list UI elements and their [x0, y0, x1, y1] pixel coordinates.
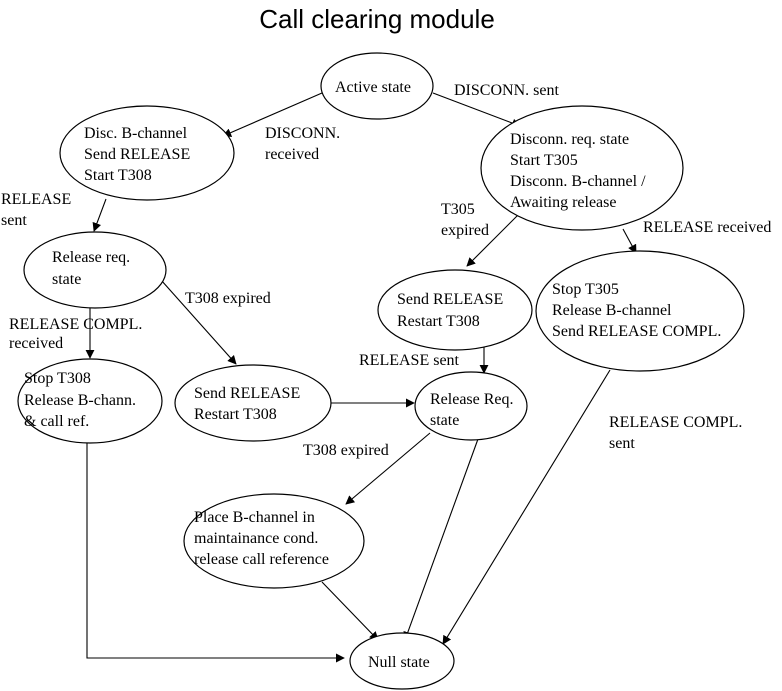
edge-label-release-compl-sent: RELEASE COMPL. — [609, 414, 742, 431]
edge-stop-t308-to-null — [86, 440, 345, 663]
edge-labels: DISCONN. sent DISCONN. received RELEASE … — [1, 82, 771, 459]
node-text: Disconn. B-channel / — [510, 173, 646, 190]
node-text: & call ref. — [24, 413, 89, 430]
svg-text:Send RELEASE Restart T30: Send RELEASE Restart T308 — [397, 291, 507, 330]
edge-label-release-compl-sent: sent — [609, 435, 635, 452]
svg-text:T308 expired: T308 expired — [185, 290, 271, 307]
edge-label-release-received: RELEASE received — [643, 219, 771, 236]
svg-text:RELEASE sent: RELEASE sent — [359, 352, 460, 369]
svg-text:DISCONN. sent: DISCONN. sent — [454, 82, 559, 99]
node-text: Awaiting release — [510, 194, 616, 211]
node-text: Release req. — [52, 249, 130, 266]
svg-text:RELEASE sent: RELEASE sent — [1, 191, 75, 229]
state-node-stop-t308: Stop T308 Release B-chann. & call ref. — [17, 358, 163, 444]
node-text: Release Req. — [430, 391, 514, 408]
edge-label-disconn-received: received — [265, 146, 319, 163]
edge-release-req2-to-place-b — [345, 432, 431, 505]
edge-label-release-compl-received: received — [9, 335, 63, 352]
edge-label-release-sent: sent — [1, 212, 27, 229]
state-node-disc-b-channel: Disc. B-channel Send RELEASE Start T308 — [59, 105, 235, 201]
node-text: Start T305 — [510, 152, 578, 169]
node-text: Send RELEASE — [194, 385, 300, 402]
state-node-stop-t305: Stop T305 Release B-channel Send RELEASE… — [535, 250, 745, 372]
edge-label-t305-expired: T305 — [441, 201, 475, 218]
edge-release-req2-to-null — [403, 438, 479, 641]
edge-label-release-compl-received: RELEASE COMPL. — [9, 316, 142, 333]
node-text: Restart T308 — [194, 406, 277, 423]
state-node-release-req-2: Release Req. state — [414, 371, 528, 441]
edge-disconn-req-to-send-release1 — [466, 212, 521, 267]
edge-label-disconn-received: DISCONN. — [265, 125, 340, 142]
edge-label-t305-expired: expired — [441, 222, 489, 239]
edge-label-t308-expired: T308 expired — [185, 290, 271, 307]
edge-label-t308-expired-2: T308 expired — [303, 442, 389, 459]
edge-disconn-req-to-stop-t305 — [622, 228, 637, 254]
node-text: Release B-channel — [552, 302, 672, 319]
node-text: Restart T308 — [397, 313, 480, 330]
edge-place-b-to-null — [321, 581, 379, 641]
svg-text:Active state: Active state — [335, 79, 411, 96]
node-text: Send RELEASE — [84, 146, 190, 163]
svg-text:DISCONN. received: DISCONN. received — [265, 125, 344, 163]
svg-text:RELEASE COMPL. received: RELEASE COMPL. received — [9, 316, 146, 352]
node-text: state — [52, 271, 81, 288]
svg-text:Disconn. req. state Star: Disconn. req. state Start T305 Disconn. … — [510, 131, 650, 211]
state-node-null: Null state — [349, 632, 455, 690]
node-text: release call reference — [194, 551, 329, 568]
svg-text:T305 expired: T305 expired — [441, 201, 489, 239]
state-node-release-req-1: Release req. state — [23, 231, 167, 309]
node-text: Release B-chann. — [24, 392, 136, 409]
node-text: Null state — [368, 654, 430, 671]
node-text: Start T308 — [84, 167, 152, 184]
edge-stop-t305-to-null — [442, 369, 611, 645]
svg-text:RELEASE received: RELEASE received — [643, 219, 771, 236]
edge-label-release-sent: RELEASE — [1, 191, 71, 208]
svg-text:Stop T308 Release B-chan: Stop T308 Release B-chann. & call ref. — [24, 370, 140, 430]
svg-text:Stop T305 Release B-chan: Stop T305 Release B-channel Send RELEASE… — [552, 281, 721, 340]
edges — [85, 92, 637, 663]
node-text: Disconn. req. state — [510, 131, 629, 148]
node-text: Disc. B-channel — [84, 125, 188, 142]
svg-text:T308 expired: T308 expired — [303, 442, 389, 459]
state-node-active: Active state — [320, 52, 434, 120]
svg-text:Disc. B-channel Send REL: Disc. B-channel Send RELEASE Start T308 — [84, 125, 194, 184]
node-text: maintainance cond. — [194, 530, 318, 547]
node-text: Send RELEASE — [397, 291, 503, 308]
edge-active-to-disc-b — [222, 92, 323, 137]
edge-release-req1-to-send-release2 — [152, 270, 237, 365]
node-text: state — [430, 412, 459, 429]
svg-text:Release req. state: Release req. state — [52, 249, 134, 288]
svg-text:RELEASE COMPL. sent: RELEASE COMPL. sent — [609, 414, 746, 452]
state-node-place-b-channel: Place B-channel in maintainance cond. re… — [183, 493, 365, 589]
svg-text:Send RELEASE Restart T30: Send RELEASE Restart T308 — [194, 385, 304, 423]
state-node-send-release-2: Send RELEASE Restart T308 — [174, 364, 332, 442]
edge-active-to-disconn-req — [432, 92, 521, 128]
node-text: Stop T305 — [552, 281, 619, 298]
edge-label-release-sent-2: RELEASE sent — [359, 352, 460, 369]
svg-text:Place B-channel in maint: Place B-channel in maintainance cond. re… — [194, 509, 329, 568]
node-text: Stop T308 — [24, 370, 91, 387]
state-node-send-release-1: Send RELEASE Restart T308 — [377, 269, 533, 351]
edge-label-disconn-sent: DISCONN. sent — [454, 82, 559, 99]
node-text: Place B-channel in — [194, 509, 315, 526]
svg-text:Null state: Null state — [368, 654, 430, 671]
state-node-disconn-req: Disconn. req. state Start T305 Disconn. … — [480, 105, 684, 231]
node-text: Active state — [335, 79, 411, 96]
svg-text:Release Req. state: Release Req. state — [430, 391, 518, 429]
diagram-title: Call clearing module — [259, 4, 495, 34]
node-text: Send RELEASE COMPL. — [552, 323, 721, 340]
edge-disc-b-to-release-req1 — [92, 198, 107, 232]
